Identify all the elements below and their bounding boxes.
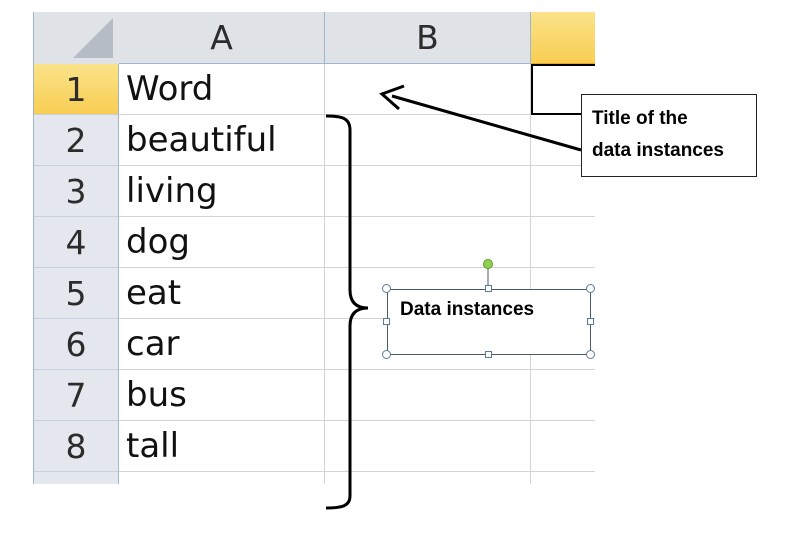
cell-c9[interactable] <box>531 472 595 484</box>
cell-c7[interactable] <box>531 370 595 421</box>
cell-b7[interactable] <box>325 370 531 421</box>
column-header-b[interactable]: B <box>325 12 531 64</box>
curly-brace-icon <box>325 114 369 510</box>
arrow-head-icon <box>379 84 405 111</box>
row-header-4[interactable]: 4 <box>34 217 119 268</box>
column-header-c[interactable] <box>531 12 595 64</box>
row-header-5[interactable]: 5 <box>34 268 119 319</box>
cell-c8[interactable] <box>531 421 595 472</box>
arrow-line <box>391 94 582 152</box>
row-header-1[interactable]: 1 <box>34 64 119 115</box>
cell-a8[interactable]: tall <box>119 421 325 472</box>
cell-a6[interactable]: car <box>119 319 325 370</box>
cell-b2[interactable] <box>325 115 531 166</box>
row-header-7[interactable]: 7 <box>34 370 119 421</box>
cell-c4[interactable] <box>531 217 595 268</box>
row-header-2[interactable]: 2 <box>34 115 119 166</box>
resize-handle-top-right[interactable] <box>586 284 595 293</box>
resize-handle-bottom-right[interactable] <box>586 350 595 359</box>
row-header-9[interactable] <box>34 472 119 484</box>
select-all-corner[interactable] <box>34 12 120 65</box>
select-all-triangle-icon <box>73 18 113 58</box>
row-header-8[interactable]: 8 <box>34 421 119 472</box>
resize-handle-top-left[interactable] <box>382 284 391 293</box>
cell-b8[interactable] <box>325 421 531 472</box>
row-header-6[interactable]: 6 <box>34 319 119 370</box>
rotation-handle-icon[interactable] <box>483 259 493 269</box>
title-annotation-line2: data instances <box>592 140 724 161</box>
cell-b4[interactable] <box>325 217 531 268</box>
cell-a1[interactable]: Word <box>119 64 325 115</box>
data-instances-label: Data instances <box>400 299 535 320</box>
data-instances-textbox[interactable]: Data instances <box>387 289 591 355</box>
column-header-a[interactable]: A <box>119 12 325 64</box>
cell-a2[interactable]: beautiful <box>119 115 325 166</box>
cell-a4[interactable]: dog <box>119 217 325 268</box>
resize-handle-bottom-left[interactable] <box>382 350 391 359</box>
resize-handle-left[interactable] <box>383 318 390 325</box>
cell-a5[interactable]: eat <box>119 268 325 319</box>
cell-a9[interactable] <box>119 472 325 484</box>
resize-handle-bottom[interactable] <box>485 351 492 358</box>
title-annotation-textbox[interactable]: Title of the data instances <box>581 94 757 177</box>
title-annotation-line1: Title of the <box>592 108 688 129</box>
cell-b9[interactable] <box>325 472 531 484</box>
cell-a3[interactable]: living <box>119 166 325 217</box>
resize-handle-right[interactable] <box>587 318 594 325</box>
cell-a7[interactable]: bus <box>119 370 325 421</box>
resize-handle-top[interactable] <box>485 285 492 292</box>
cell-b3[interactable] <box>325 166 531 217</box>
row-header-3[interactable]: 3 <box>34 166 119 217</box>
